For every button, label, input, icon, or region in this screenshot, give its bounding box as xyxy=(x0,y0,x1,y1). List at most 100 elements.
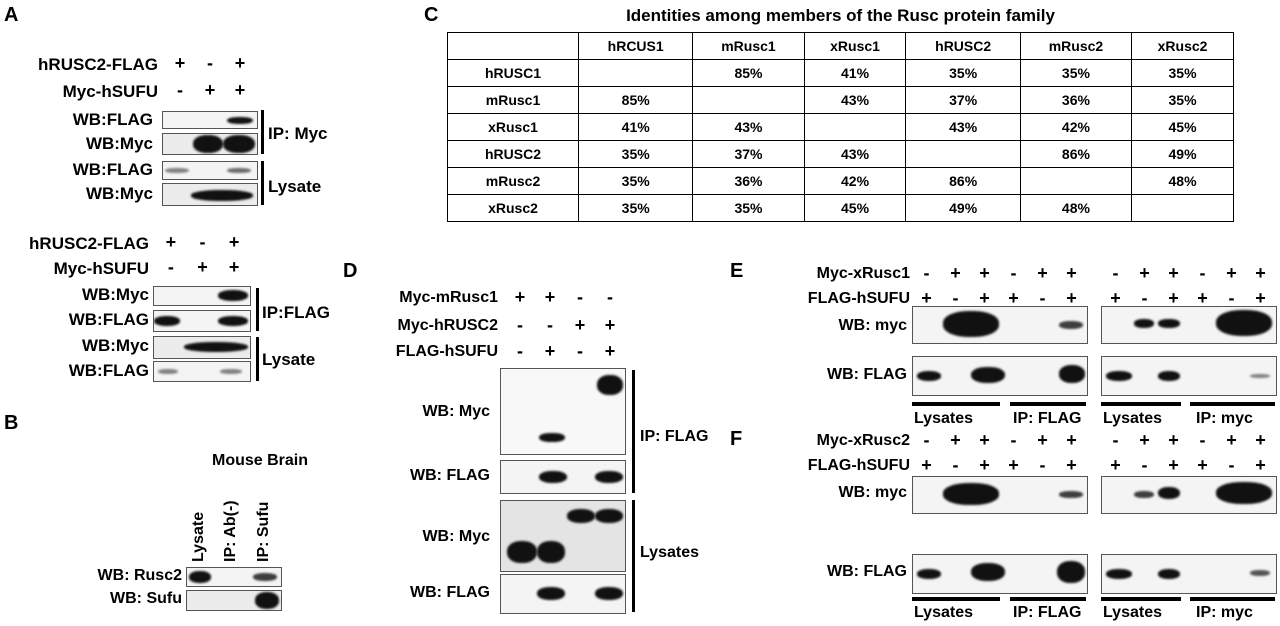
band xyxy=(1216,310,1272,336)
condition-label: Myc-hSUFU xyxy=(53,259,149,278)
condition-label: Myc-hSUFU xyxy=(62,82,158,101)
blot-label: WB: Myc xyxy=(422,403,490,420)
blot-label: WB:Myc xyxy=(85,134,153,153)
table-cell xyxy=(692,86,805,114)
table-cell: 43% xyxy=(803,86,907,114)
sign: + xyxy=(1139,263,1150,283)
table-cell: xRusc1 xyxy=(803,32,907,60)
sign: + xyxy=(1255,455,1266,475)
band xyxy=(227,168,251,173)
table-cell: 85% xyxy=(692,59,805,87)
band xyxy=(184,342,248,352)
table-cell xyxy=(803,113,907,141)
blot-label: WB: Rusc2 xyxy=(97,567,182,584)
table-cell: hRUSC2 xyxy=(905,32,1021,60)
condition-label: Myc-mRusc1 xyxy=(399,289,498,306)
panel-b-label: B xyxy=(4,412,19,434)
band xyxy=(537,541,565,563)
sign: - xyxy=(207,53,213,73)
band xyxy=(971,367,1005,383)
sign: + xyxy=(544,341,556,361)
sign: + xyxy=(921,288,932,308)
bracket xyxy=(261,110,264,154)
band xyxy=(1158,569,1180,579)
western-blot xyxy=(153,336,251,359)
condition-label: hRUSC2-FLAG xyxy=(38,55,158,74)
sign: + xyxy=(1255,263,1266,283)
western-blot xyxy=(1101,306,1277,344)
western-blot xyxy=(162,111,258,129)
table-cell: 43% xyxy=(803,140,907,168)
western-blot xyxy=(500,500,626,572)
western-blot xyxy=(500,574,626,614)
table-cell: 37% xyxy=(905,86,1021,114)
lane-label: Lysate xyxy=(190,511,207,562)
table-cell xyxy=(577,59,694,87)
sign: + xyxy=(197,257,208,277)
sign: - xyxy=(607,287,613,307)
band xyxy=(1059,321,1083,329)
sign: - xyxy=(952,455,959,475)
band xyxy=(1158,371,1180,381)
group-bar xyxy=(1190,402,1275,406)
band xyxy=(1158,319,1180,328)
group-label: Lysate xyxy=(262,350,316,369)
sign: + xyxy=(574,315,586,335)
band xyxy=(1106,569,1132,579)
band xyxy=(193,135,223,153)
band xyxy=(943,311,999,337)
blot-label: WB:FLAG xyxy=(68,361,149,380)
condition-label: Myc-xRusc1 xyxy=(816,265,910,282)
sign: + xyxy=(1037,430,1048,450)
sign: + xyxy=(1255,430,1266,450)
western-blot xyxy=(153,361,251,382)
western-blot xyxy=(500,368,626,455)
sign: - xyxy=(1228,288,1235,308)
western-blot xyxy=(912,356,1088,396)
bracket xyxy=(632,370,635,493)
table-cell xyxy=(1019,167,1133,195)
panel-d-label: D xyxy=(343,260,358,282)
group-bar xyxy=(912,402,1000,406)
sign: + xyxy=(1226,430,1237,450)
bracket xyxy=(261,161,264,205)
group-label: IP: Myc xyxy=(268,124,328,143)
western-blot xyxy=(1101,554,1277,594)
sign: + xyxy=(204,80,216,100)
signs-row: +-++-+ xyxy=(912,288,1086,309)
sign: + xyxy=(1255,288,1266,308)
band xyxy=(595,509,623,523)
signs-row: ++-- xyxy=(505,287,625,308)
band xyxy=(1216,482,1272,504)
band xyxy=(1106,371,1132,381)
condition-label: Myc-hRUSC2 xyxy=(397,317,498,334)
table-cell xyxy=(905,140,1021,168)
sign: - xyxy=(1199,430,1206,450)
group-label: IP: myc xyxy=(1196,604,1253,621)
table-cell: 48% xyxy=(1131,167,1234,195)
sign: + xyxy=(544,287,556,307)
western-blot xyxy=(186,567,282,587)
signs-row: -++-++ xyxy=(1101,263,1275,284)
lane-label: IP: Sufu xyxy=(255,501,272,562)
sign: - xyxy=(547,315,553,335)
sign: + xyxy=(979,430,990,450)
table-cell: 41% xyxy=(803,59,907,87)
western-blot xyxy=(162,161,258,180)
group-bar xyxy=(1190,597,1275,601)
band xyxy=(1134,491,1154,498)
sign: + xyxy=(1066,263,1077,283)
band xyxy=(537,587,565,600)
table-cell: 43% xyxy=(692,113,805,141)
sign: + xyxy=(979,455,990,475)
band xyxy=(220,369,242,374)
sign: - xyxy=(952,288,959,308)
group-label: Lysates xyxy=(914,410,973,427)
sign: + xyxy=(1168,430,1179,450)
blot-label: WB:Myc xyxy=(85,184,153,203)
sign: + xyxy=(1008,455,1019,475)
signs-row: +-++-+ xyxy=(912,455,1086,476)
table-cell: 37% xyxy=(692,140,805,168)
sign: + xyxy=(1197,455,1208,475)
